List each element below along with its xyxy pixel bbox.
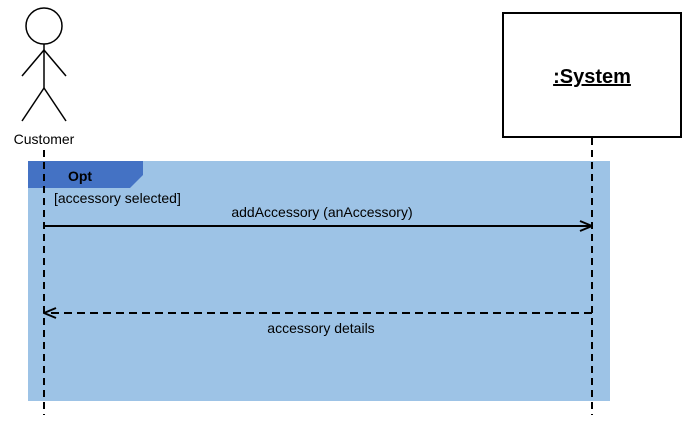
actor-head [25, 7, 63, 45]
opt-operator-label: Opt [68, 168, 92, 184]
opt-operator-tab [28, 161, 143, 188]
actor-arm-left [21, 49, 45, 77]
actor-label: Customer [14, 131, 75, 147]
add-accessory-message-label: addAccessory (anAccessory) [231, 204, 412, 220]
actor-arm-right [43, 49, 67, 77]
customer-actor [21, 7, 67, 122]
system-label: :System [553, 66, 631, 88]
opt-guard-condition: [accessory selected] [54, 190, 181, 206]
actor-leg-left [21, 87, 45, 122]
opt-fragment [28, 161, 610, 401]
actor-leg-right [43, 87, 67, 122]
system-lifeline-box [502, 12, 682, 138]
accessory-details-return-label: accessory details [267, 320, 374, 336]
